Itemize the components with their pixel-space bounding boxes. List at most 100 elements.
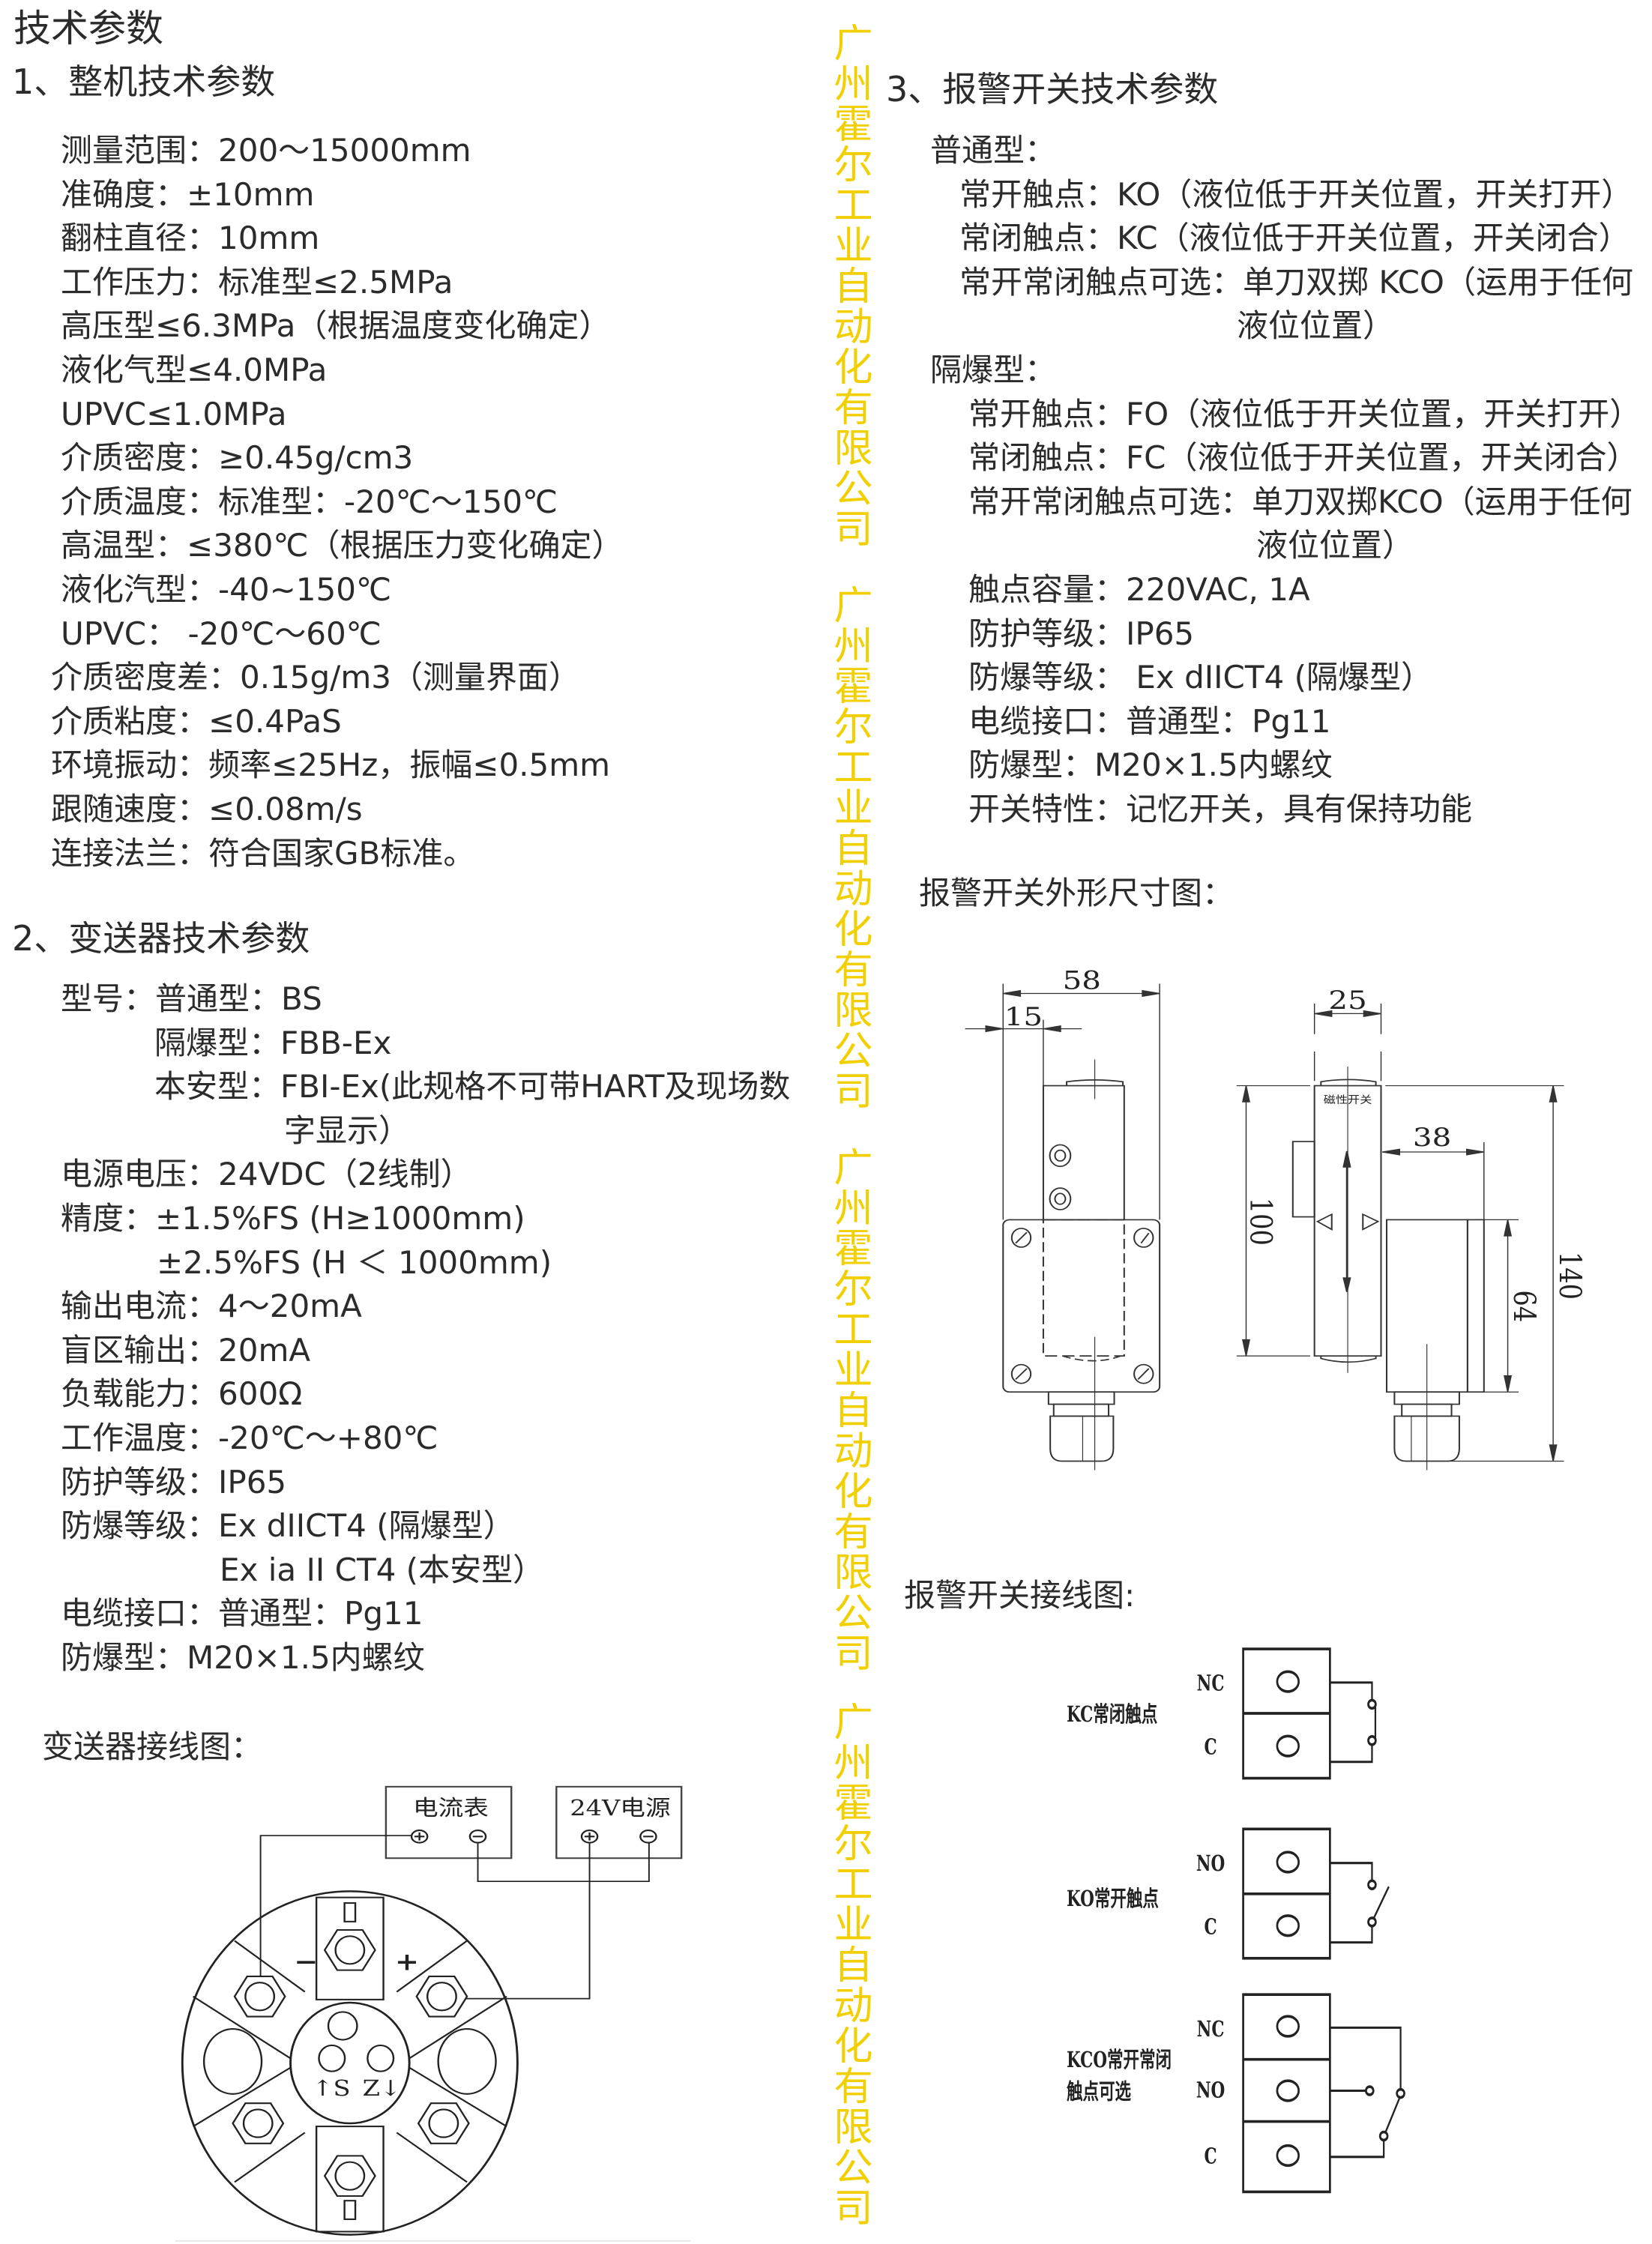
dim-25: 25 <box>1328 985 1366 1015</box>
plus-terminal-icon <box>580 1830 599 1844</box>
no-label: NO <box>1196 1851 1225 1877</box>
z-label: Z↓ <box>363 2076 402 2101</box>
spec-line: 环境振动：频率≤25Hz，振幅≤0.5mm <box>51 747 611 784</box>
spec-line: 输出电流：4～20mA <box>61 1288 362 1325</box>
spec-line: 盲区输出：20mA <box>61 1331 311 1369</box>
spec-line: 工作压力：标准型≤2.5MPa <box>61 263 453 301</box>
no-label: NO <box>1196 2078 1225 2103</box>
spec-line: 本安型：FBI-Ex(此规格不可带HART及现场数 <box>154 1068 791 1106</box>
spec-line: UPVC≤1.0MPa <box>61 395 287 432</box>
spec-line: 防爆型：M20×1.5内螺纹 <box>61 1638 425 1676</box>
terminal-screw-icon <box>334 2161 366 2191</box>
spec-line: 精度：±1.5%FS (H≥1000mm) <box>61 1199 525 1237</box>
spec-line: UPVC： -20℃～60℃ <box>61 615 382 652</box>
spec-line: 翻柱直径：10mm <box>61 220 320 257</box>
hex-nut-icon <box>233 1975 286 2018</box>
c-label: C <box>1204 2144 1217 2169</box>
spec-line: 防护等级：IP65 <box>61 1463 287 1500</box>
kco-wiring: NC NO C KCO常开常闭 触点可选 <box>1067 1993 1405 2194</box>
section1-heading: 1、整机技术参数 <box>12 61 276 102</box>
hex-nut-icon <box>323 1928 376 1971</box>
spec-line: 触点容量：220VAC, 1A <box>968 570 1310 608</box>
transmitter-wiring-diagram: 电流表 24V电源 − + ↑S Z↓ <box>175 1785 691 2242</box>
spec-line: 液化汽型：-40~150℃ <box>61 570 392 608</box>
front-view <box>1002 1059 1161 1471</box>
wires <box>259 1835 650 2000</box>
spec-line: 防爆等级：Ex dIICT4 (隔爆型） <box>61 1507 515 1545</box>
spec-line: 连接法兰：符合国家GB标准。 <box>51 834 475 872</box>
dimension-labels: 58 15 25 38 100 64 140 <box>1004 965 1588 1322</box>
dim-64: 64 <box>1507 1290 1543 1322</box>
spec-line: Ex ia II CT4 (本安型） <box>220 1551 545 1588</box>
spec-line: 液位位置） <box>1256 527 1414 564</box>
spec-line: 隔爆型： <box>930 351 1057 388</box>
minus-terminal-icon <box>639 1830 657 1844</box>
nc-label: NC <box>1197 2017 1225 2042</box>
kc-label: KC常闭触点 <box>1067 1702 1157 1728</box>
terminal-screw-icon <box>334 1935 366 1965</box>
section2-list: 型号：普通型：BS 隔爆型：FBB-Ex 本安型：FBI-Ex(此规格不可带HA… <box>0 977 790 1680</box>
nc-label: NC <box>1197 1671 1225 1697</box>
spec-line: 准确度：±10mm <box>61 175 315 213</box>
s-label: ↑S <box>312 2076 350 2101</box>
spec-line: 字显示） <box>284 1112 411 1149</box>
dim-15: 15 <box>1004 1001 1043 1031</box>
spec-line: 电缆接口：普通型：Pg11 <box>968 702 1331 740</box>
spec-line: 常闭触点：KC（液位低于开关位置，开关闭合） <box>959 220 1630 257</box>
spec-line: 防爆型：M20×1.5内螺纹 <box>968 747 1333 784</box>
spec-line: 普通型： <box>930 132 1057 169</box>
dim-100: 100 <box>1243 1198 1279 1246</box>
hex-nut-icon <box>323 2155 376 2198</box>
spec-line: 高温型：≤380℃（根据压力变化确定） <box>61 527 624 564</box>
hex-nut-icon <box>232 2102 285 2144</box>
watermark: 广州霍尔工业自动化有限公司 <box>827 1701 872 2228</box>
transmitter-wiring-caption: 变送器接线图： <box>42 1728 263 1765</box>
kco-label-line1: KCO常开常闭 <box>1067 2048 1172 2073</box>
plus-label: + <box>395 1947 419 1976</box>
c-label: C <box>1204 1734 1217 1760</box>
watermark: 广州霍尔工业自动化有限公司 <box>827 1147 872 1673</box>
spec-line: 介质温度：标准型：-20℃～150℃ <box>61 483 558 520</box>
spec-line: 跟随速度：≤0.08m/s <box>51 790 363 827</box>
alarm-wiring-caption: 报警开关接线图: <box>904 1577 1136 1614</box>
hex-nut-icon <box>415 1975 468 2018</box>
spec-line: 常开触点：KO（液位低于开关位置，开关打开） <box>959 175 1633 213</box>
spec-line: 高压型≤6.3MPa（根据温度变化确定） <box>61 307 611 345</box>
ammeter-box: 电流表 <box>385 1785 513 1860</box>
spec-line: 液化气型≤4.0MPa <box>61 351 328 388</box>
side-view: 磁性开关 <box>1291 1067 1485 1471</box>
minus-terminal-icon <box>468 1830 487 1844</box>
spec-line: 介质密度差：0.15g/m3（测量界面） <box>51 659 580 696</box>
alarm-switch-wiring-diagram: NC C KC常闭触点 NO C KO常开触点 NC NO C KCO常开常闭 … <box>1067 1647 1405 2194</box>
dimension-caption: 报警开关外形尺寸图： <box>919 875 1235 911</box>
spec-line: 常开常闭触点可选：单刀双掷KCO（运用于任何 <box>968 483 1633 520</box>
dim-58: 58 <box>1063 965 1101 995</box>
spec-line: 电缆接口：普通型：Pg11 <box>61 1595 423 1632</box>
spec-line: 常开常闭触点可选：单刀双掷 KCO（运用于任何 <box>959 263 1633 301</box>
spec-line: 介质粘度：≤0.4PaS <box>51 702 342 740</box>
spec-line: ±2.5%FS (H ＜ 1000mm) <box>157 1243 552 1281</box>
terminal-screw-icon <box>244 1982 276 2012</box>
ko-label: KO常开触点 <box>1067 1886 1159 1912</box>
power-label: 24V电源 <box>570 1796 670 1821</box>
terminal-head: − + ↑S Z↓ <box>181 1890 519 2236</box>
power-box: 24V电源 <box>555 1785 683 1860</box>
spec-line: 常开触点：FO（液位低于开关位置，开关打开） <box>968 395 1642 432</box>
spec-line: 电源电压：24VDC（2线制） <box>61 1156 472 1193</box>
ammeter-label: 电流表 <box>413 1796 489 1821</box>
spec-line: 开关特性：记忆开关，具有保持功能 <box>968 790 1473 827</box>
section1-list: 测量范围：200～15000mm 准确度：±10mm 翻柱直径：10mm 工作压… <box>0 129 624 875</box>
dim-140: 140 <box>1552 1252 1588 1300</box>
alarm-switch-dimension-drawing: 磁性开关 58 15 25 38 100 64 140 <box>965 965 1588 1471</box>
spec-line: 液位位置） <box>1237 307 1395 345</box>
kc-wiring: NC C KC常闭触点 <box>1067 1647 1377 1780</box>
spec-line: 防爆等级： Ex dIICT4 (隔爆型） <box>968 659 1432 696</box>
terminal-screw-icon <box>242 2108 274 2138</box>
spec-line: 介质密度：≥0.45g/cm3 <box>61 439 414 477</box>
hex-nut-icon <box>417 2102 470 2144</box>
spec-line: 防护等级：IP65 <box>968 615 1195 652</box>
spec-line: 测量范围：200～15000mm <box>61 132 471 169</box>
dim-38: 38 <box>1413 1122 1451 1152</box>
spec-line: 隔爆型：FBB-Ex <box>154 1024 392 1061</box>
terminal-screw-icon <box>428 2108 459 2138</box>
